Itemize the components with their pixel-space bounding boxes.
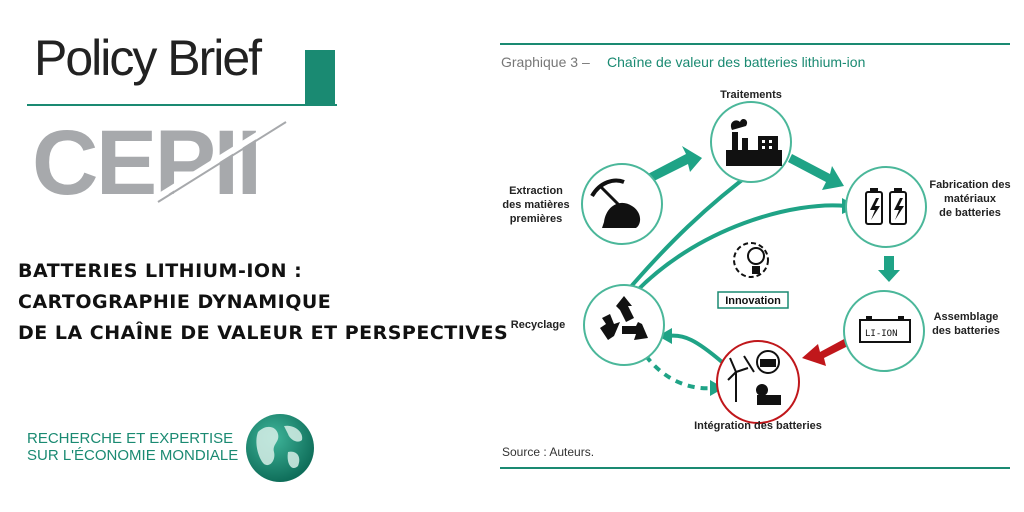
innovation-lightbulb-icon [733, 242, 769, 278]
headline-line-3: DE LA CHAÎNE DE VALEUR ET PERSPECTIVES [18, 322, 509, 344]
pickaxe-ore-icon [590, 178, 641, 228]
renewable-energy-icon [727, 350, 781, 405]
arrow-integration-to-recycling [667, 333, 724, 364]
tagline-line-1: RECHERCHE ET EXPERTISE [27, 430, 234, 447]
recycling-icon [600, 296, 648, 340]
globe-icon [246, 414, 314, 482]
arrow-manufacturing-to-assembly-shaft [884, 256, 894, 272]
manufacturing-circle [845, 166, 927, 248]
headline-line-2: CARTOGRAPHIE DYNAMIQUE [18, 291, 332, 313]
brief-headline: BATTERIES LITHIUM-ION : CARTOGRAPHIE DYN… [18, 256, 509, 349]
figure-source: Source : Auteurs. [502, 445, 594, 459]
assembly-label-1: Assemblage [934, 311, 999, 323]
figure-number: Graphique 3 – [501, 54, 590, 70]
extraction-label-1: Extraction [509, 185, 563, 197]
headline-line-1: BATTERIES LITHIUM-ION : [18, 260, 303, 282]
value-chain-figure: Graphique 3 – Chaîne de valeur des batte… [500, 43, 1011, 469]
treatments-circle [710, 101, 792, 183]
innovation-box [717, 291, 789, 309]
figure-title: Chaîne de valeur des batteries lithium-i… [607, 54, 865, 70]
assembly-label-2: des batteries [932, 325, 1000, 337]
cepii-logo: CEPII [32, 112, 287, 210]
manufacturing-label-3: de batteries [939, 207, 1001, 219]
brand-divider [27, 104, 337, 106]
recycling-circle [583, 284, 665, 366]
arrow-manufacturing-to-assembly-head [878, 270, 900, 282]
battery-label: LI-ION [865, 329, 898, 339]
arrow-recycling-to-integration-dashed [644, 354, 715, 391]
brand-accent-bar [305, 50, 335, 105]
cepii-tagline: RECHERCHE ET EXPERTISE SUR L'ÉCONOMIE MO… [27, 430, 238, 464]
integration-label: Intégration des batteries [694, 420, 822, 432]
arrow-assembly-to-integration [802, 338, 848, 366]
manufacturing-label-2: matériaux [944, 193, 997, 205]
integration-circle [716, 340, 800, 424]
innovation-label: Innovation [725, 295, 781, 307]
arrow-extraction-to-treatments [644, 146, 702, 184]
manufacturing-label-1: Fabrication des [929, 179, 1010, 191]
battery-cells-icon [865, 188, 907, 225]
li-ion-battery-icon: LI-ION [859, 316, 911, 343]
policy-brief-title: Policy Brief [34, 30, 262, 86]
extraction-label-2: des matières [502, 199, 569, 211]
recycling-label: Recyclage [511, 319, 565, 331]
assembly-circle [843, 290, 925, 372]
factory-icon [726, 119, 782, 166]
tagline-line-2: SUR L'ÉCONOMIE MONDIALE [27, 447, 239, 464]
extraction-label-3: premières [510, 213, 563, 225]
treatments-label: Traitements [720, 89, 782, 101]
arrow-recycling-to-treatments [626, 166, 760, 292]
arrow-recycling-to-manufacturing [628, 203, 847, 300]
arrow-treatments-to-manufacturing [788, 154, 844, 190]
